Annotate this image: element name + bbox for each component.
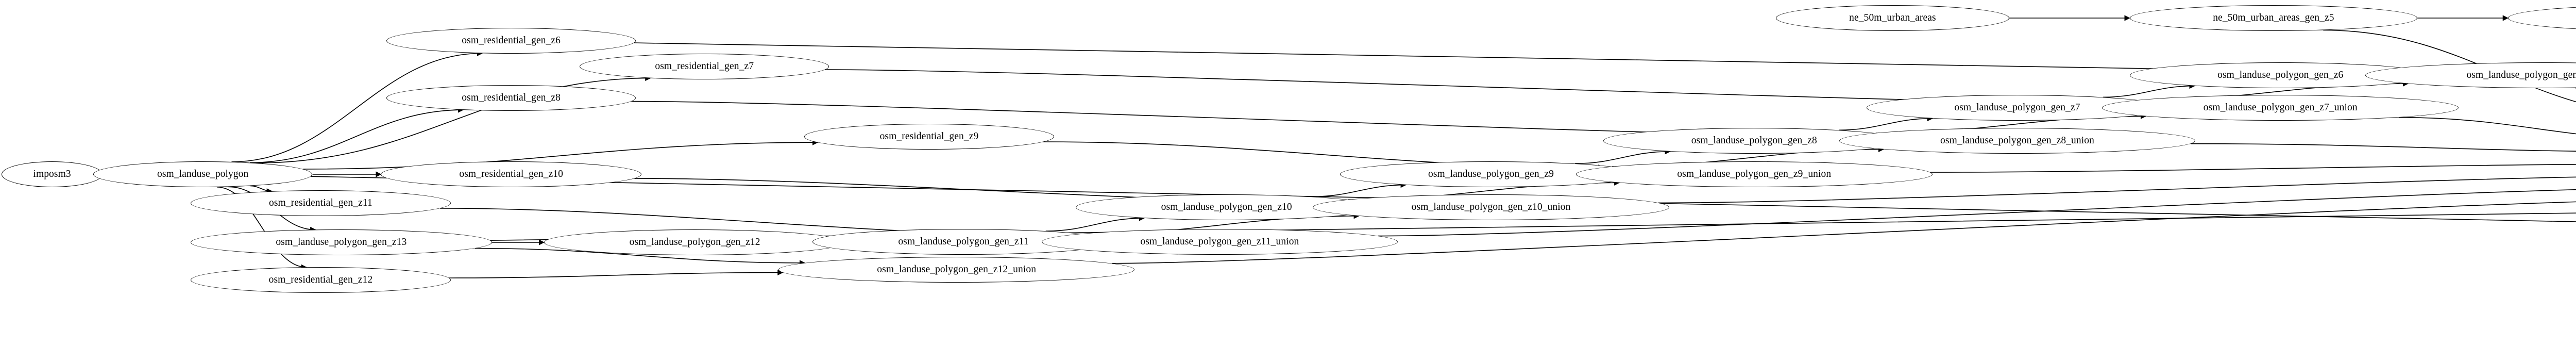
node-label: osm_residential_gen_z7 <box>655 61 754 72</box>
node-label: osm_landuse_polygon_gen_z13 <box>276 237 407 248</box>
node-osm_landuse_polygon_gen_z6_union[interactable]: osm_landuse_polygon_gen_z6_union <box>2365 62 2576 88</box>
node-osm_landuse_polygon_gen_z11_union[interactable]: osm_landuse_polygon_gen_z11_union <box>1041 229 1398 255</box>
node-label: osm_landuse_polygon_gen_z8_union <box>1940 135 2094 146</box>
edge-osm_landuse_polygon--to--osm_residential_gen_z7 <box>255 75 651 163</box>
node-osm_residential_gen_z7[interactable]: osm_residential_gen_z7 <box>580 54 829 79</box>
node-label: osm_landuse_polygon_gen_z8 <box>1691 135 1817 146</box>
node-label: osm_landuse_polygon_gen_z10 <box>1161 202 1292 213</box>
edge-osm_landuse_polygon_gen_z9--to--osm_landuse_polygon_gen_z8 <box>1575 149 1671 164</box>
node-osm_landuse_polygon_gen_z13[interactable]: osm_landuse_polygon_gen_z13 <box>190 229 492 255</box>
edge-osm_landuse_polygon_gen_z13--to--osm_landuse_polygon_gen_z12_union <box>474 248 806 266</box>
edge-osm_landuse_polygon_gen_z8--to--osm_landuse_polygon_gen_z7 <box>1839 116 1933 131</box>
node-label: osm_landuse_polygon_gen_z9_union <box>1677 169 1832 180</box>
edge-osm_landuse_polygon--to--osm_residential_gen_z12 <box>217 187 307 270</box>
node-label: osm_landuse_polygon_gen_z11_union <box>1140 236 1299 248</box>
edge-osm_landuse_polygon_gen_z10--to--osm_landuse_polygon_gen_z9 <box>1312 182 1406 198</box>
edge-osm_landuse_polygon_gen_z11_union--to--layer_landuse.z11 <box>1378 189 2576 237</box>
edge-osm_residential_gen_z12--to--osm_landuse_polygon_gen_z12_union <box>449 269 784 278</box>
node-label: osm_landuse_polygon_gen_z9 <box>1428 169 1554 180</box>
node-label: osm_landuse_polygon_gen_z12_union <box>877 264 1037 275</box>
node-osm_residential_gen_z8[interactable]: osm_residential_gen_z8 <box>386 85 636 111</box>
edge-osm_landuse_polygon--to--osm_residential_gen_z9 <box>303 139 819 170</box>
node-label: osm_landuse_polygon_gen_z12 <box>629 237 760 248</box>
node-osm_landuse_polygon_gen_z10_union[interactable]: osm_landuse_polygon_gen_z10_union <box>1313 194 1669 220</box>
edge-osm_landuse_polygon_gen_z11--to--osm_landuse_polygon_gen_z10 <box>1045 215 1145 232</box>
edge-osm_landuse_polygon_gen_z9_union--to--layer_landuse.z9 <box>1930 163 2576 173</box>
node-osm_landuse_polygon_gen_z12[interactable]: osm_landuse_polygon_gen_z12 <box>544 229 846 255</box>
node-label: osm_residential_gen_z9 <box>879 131 979 142</box>
node-label: osm_landuse_polygon_gen_z7_union <box>2203 102 2358 113</box>
node-label: osm_residential_gen_z6 <box>462 35 561 46</box>
node-label: ne_50m_urban_areas_gen_z5 <box>2213 12 2334 24</box>
edge-osm_landuse_polygon_gen_z8_union--to--layer_landuse.z8 <box>2191 143 2576 152</box>
node-label: osm_landuse_polygon_gen_z10_union <box>1411 202 1571 213</box>
node-label: osm_residential_gen_z8 <box>462 92 561 104</box>
edge-osm_landuse_polygon_gen_z12_union--to--layer_landuse.z12 <box>1112 201 2576 264</box>
edge-osm_landuse_polygon--to--osm_residential_gen_z6 <box>231 50 483 162</box>
node-ne_50m_urban_areas_gen_z4[interactable]: ne_50m_urban_areas_gen_z4 <box>2507 5 2576 31</box>
node-osm_residential_gen_z9[interactable]: osm_residential_gen_z9 <box>804 124 1054 150</box>
node-label: osm_landuse_polygon_gen_z6_union <box>2466 70 2576 81</box>
node-label: osm_landuse_polygon_gen_z11 <box>898 236 1029 248</box>
node-ne_50m_urban_areas[interactable]: ne_50m_urban_areas <box>1776 5 2009 31</box>
node-osm_landuse_polygon_gen_z9_union[interactable]: osm_landuse_polygon_gen_z9_union <box>1576 161 1933 187</box>
edge-osm_landuse_polygon--to--osm_residential_gen_z8 <box>249 107 464 163</box>
edge-osm_landuse_polygon_gen_z7--to--osm_landuse_polygon_gen_z6 <box>2103 83 2195 98</box>
node-label: osm_residential_gen_z12 <box>268 274 373 286</box>
node-label: osm_landuse_polygon_gen_z6 <box>2217 70 2344 81</box>
node-label: osm_landuse_polygon_gen_z7 <box>1954 102 2080 113</box>
node-osm_residential_gen_z11[interactable]: osm_residential_gen_z11 <box>190 190 451 216</box>
node-osm_residential_gen_z6[interactable]: osm_residential_gen_z6 <box>386 28 636 54</box>
node-osm_residential_gen_z12[interactable]: osm_residential_gen_z12 <box>190 267 451 293</box>
node-label: osm_landuse_polygon <box>157 169 249 180</box>
node-osm_landuse_polygon_gen_z7_union[interactable]: osm_landuse_polygon_gen_z7_union <box>2102 95 2459 121</box>
edge-osm_landuse_polygon_gen_z10_union--to--layer_landuse.z10 <box>1658 176 2576 204</box>
node-label: imposm3 <box>33 169 71 180</box>
node-label: osm_residential_gen_z10 <box>459 169 563 180</box>
node-osm_landuse_polygon_gen_z12_union[interactable]: osm_landuse_polygon_gen_z12_union <box>778 257 1135 283</box>
node-imposm3[interactable]: imposm3 <box>1 161 103 187</box>
node-ne_50m_urban_areas_gen_z5[interactable]: ne_50m_urban_areas_gen_z5 <box>2129 5 2418 31</box>
node-osm_landuse_polygon_gen_z11[interactable]: osm_landuse_polygon_gen_z11 <box>812 229 1114 255</box>
edge-osm_landuse_polygon_gen_z7_union--to--layer_landuse.z7 <box>2398 117 2576 135</box>
node-osm_landuse_polygon_gen_z8_union[interactable]: osm_landuse_polygon_gen_z8_union <box>1839 128 2196 154</box>
node-label: ne_50m_urban_areas <box>1849 12 1936 24</box>
node-label: osm_residential_gen_z11 <box>268 198 372 209</box>
node-osm_landuse_polygon[interactable]: osm_landuse_polygon <box>93 161 313 187</box>
node-osm_residential_gen_z10[interactable]: osm_residential_gen_z10 <box>381 161 641 187</box>
